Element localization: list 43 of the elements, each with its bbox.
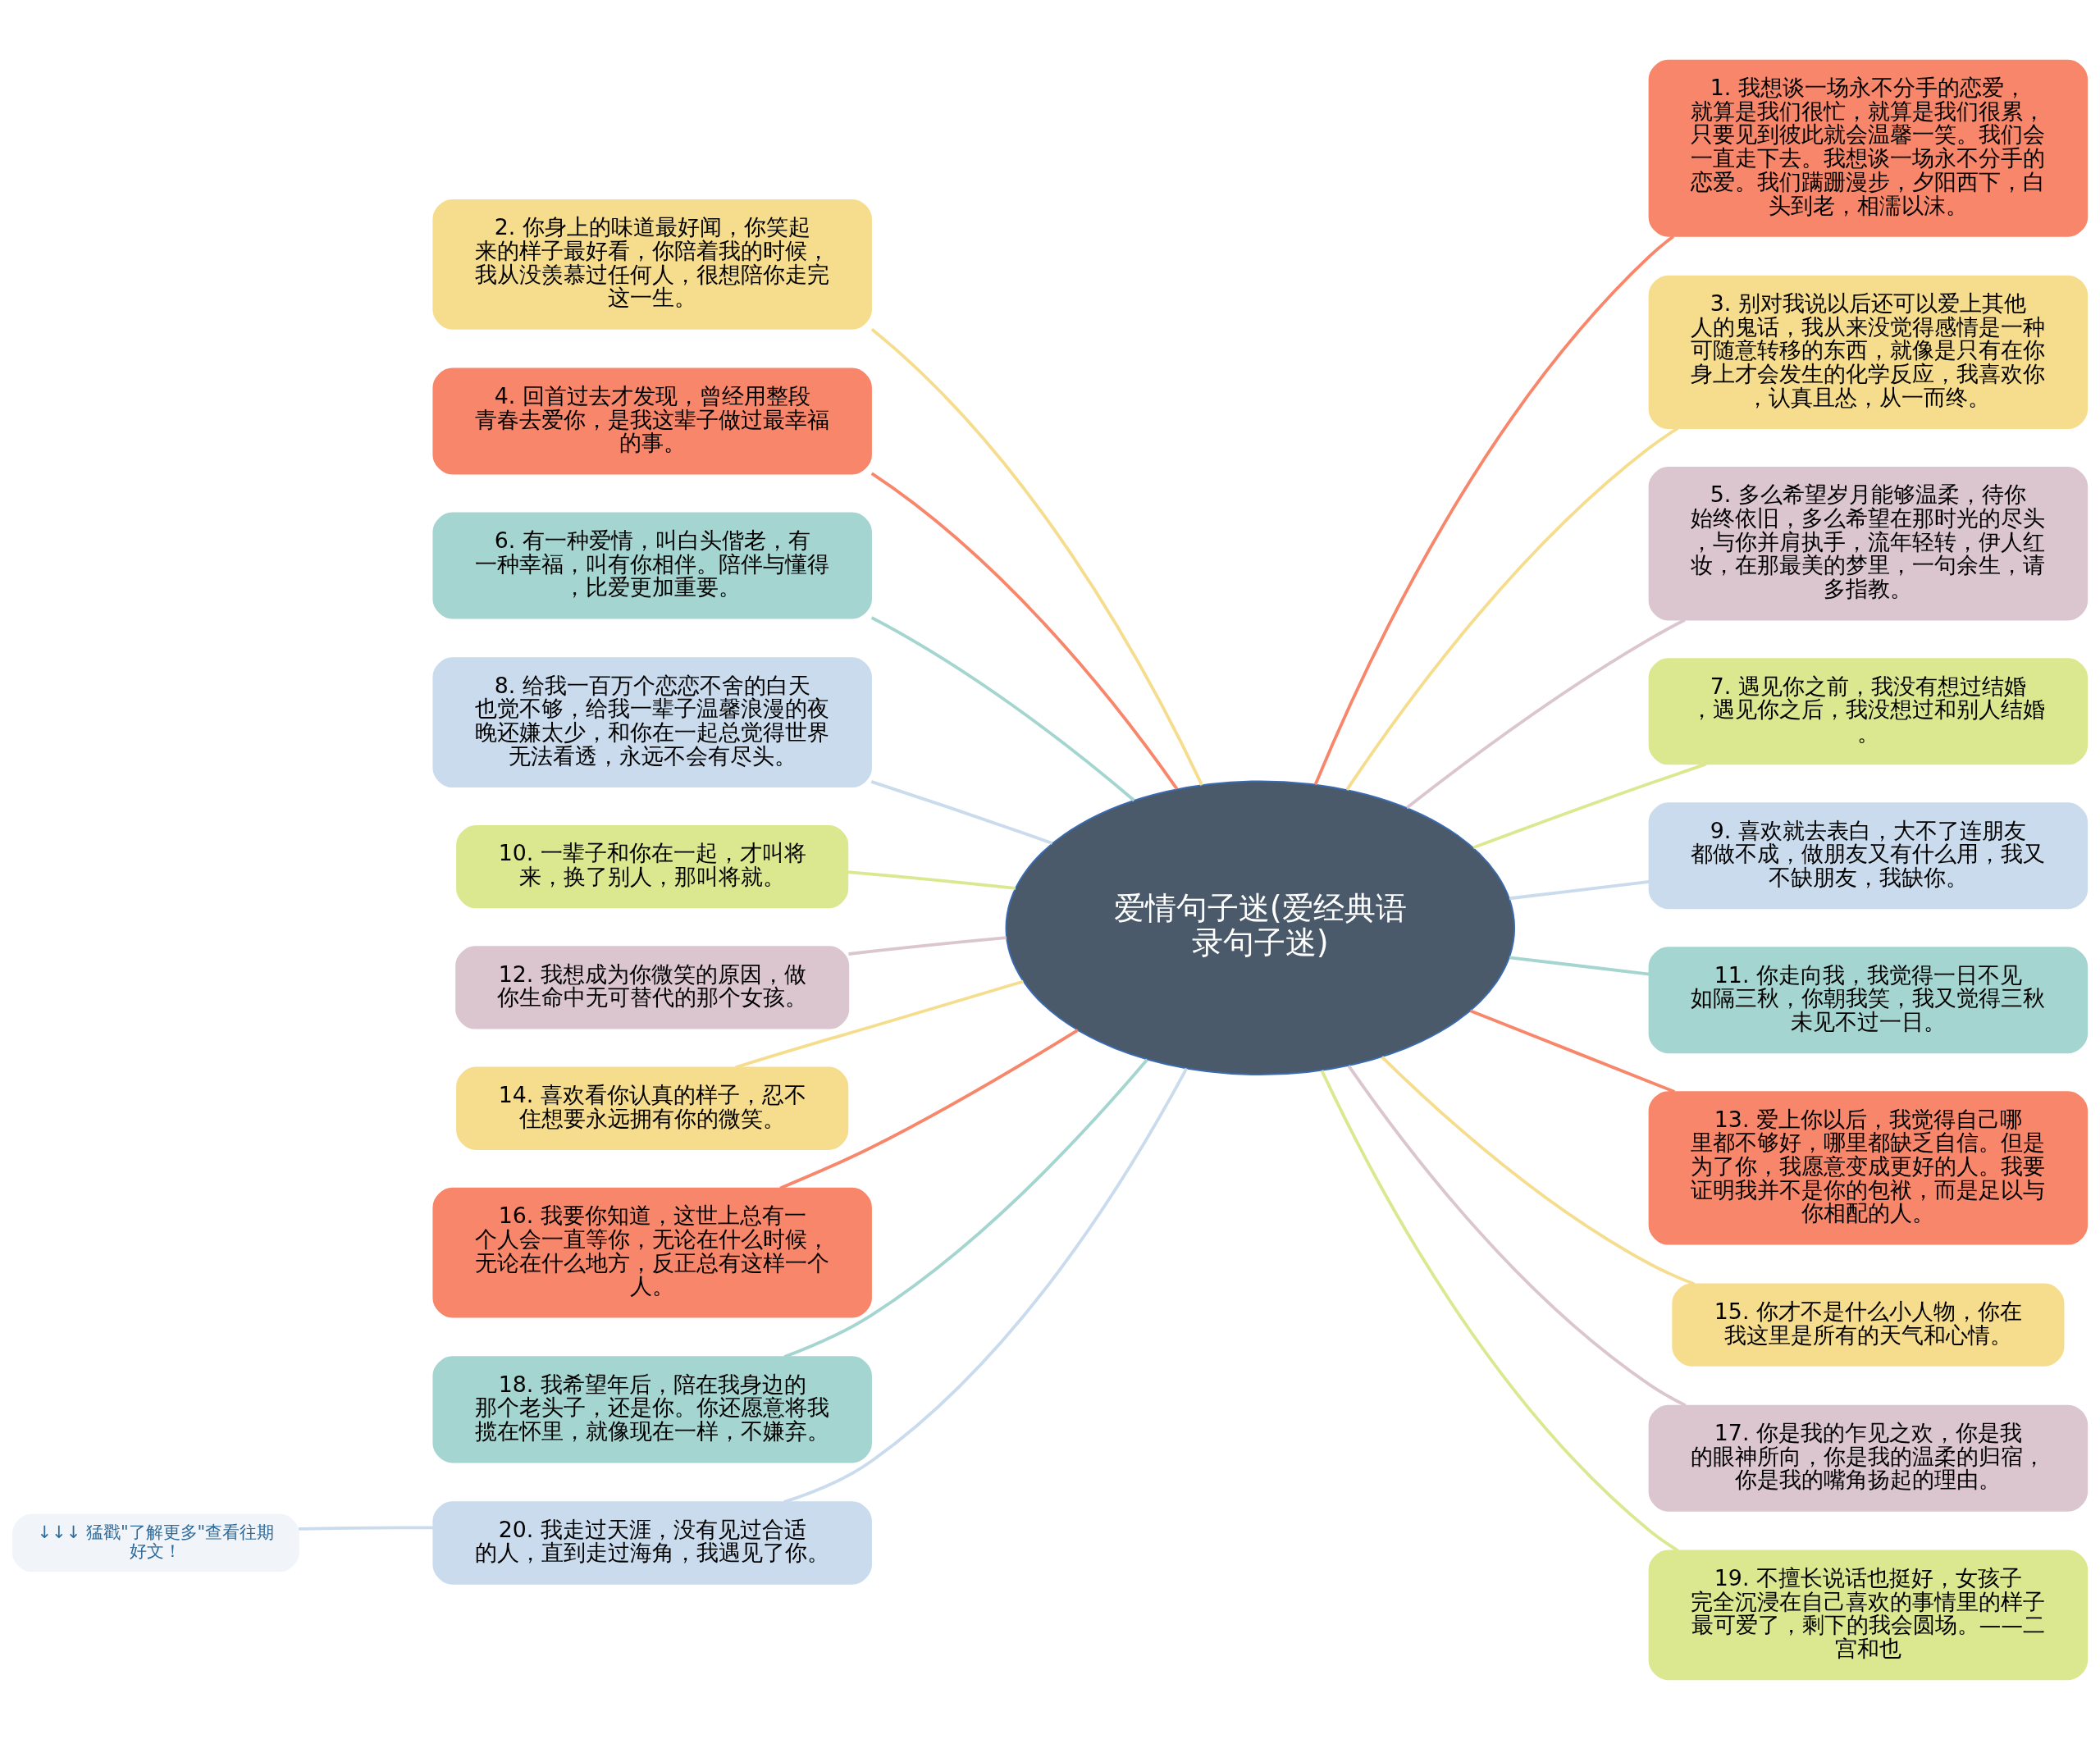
connector	[1347, 1064, 1687, 1407]
node-box: ↓↓↓ 猛戳"了解更多"查看往期好文！	[11, 1513, 299, 1572]
node-box: 17. 你是我的乍见之欢，你是我的眼神所向，你是我的温柔的归宿，你是我的嘴角扬起的理由。	[1648, 1404, 2089, 1512]
node-box: 9. 喜欢就去表白，大不了连朋友都做不成，做朋友又有什么用，我又不缺朋友，我缺你。	[1648, 801, 2089, 909]
connector	[1345, 427, 1679, 791]
connector	[1469, 1008, 1676, 1093]
node-box: 18. 我希望年后，陪在我身边的那个老头子，还是你。你还愿意将我揽在怀里，就像现在一样，不嫌弃。	[432, 1355, 872, 1463]
node-box: 12. 我想成为你微笑的原因，做你生命中无可替代的那个女孩。	[455, 945, 850, 1029]
connector	[870, 327, 1203, 786]
connector	[783, 1067, 1189, 1504]
node-box: 6. 有一种爱情，叫白头偕老，有一种幸福，叫有你相伴。陪伴与懂得，比爱更加重要。	[432, 511, 872, 618]
connector	[779, 1028, 1079, 1189]
node-box: 1. 我想谈一场永不分手的恋爱，就算是我们很忙，就算是我们很累，只要见到彼此就会温馨一笑。我们会一直走下去。我想谈一场永不分手的恋爱。我们蹒跚漫步，夕阳西下，白头到老，相濡以沫。	[1648, 59, 2089, 237]
connector	[870, 779, 1053, 845]
connector	[735, 979, 1024, 1069]
node-box: 14. 喜欢看你认真的样子，忍不住想要永远拥有你的微笑。	[456, 1066, 849, 1150]
node-box: 4. 回首过去才发现，曾经用整段青春去爱你，是我这辈子做过最幸福的事。	[432, 367, 872, 475]
connector	[1509, 879, 1650, 900]
connector	[1405, 618, 1686, 809]
connector	[870, 472, 1179, 790]
connector	[299, 1525, 434, 1531]
node-box: 16. 我要你知道，这世上总有一个人会一直等你，无论在什么时候，无论在什么地方，反正总有这样一个人。	[432, 1187, 872, 1317]
node-box: 15. 你才不是什么小人物，你在我这里是所有的天气和心情。	[1672, 1282, 2065, 1367]
node-box: 3. 别对我说以后还可以爱上其他人的鬼话，我从来没觉得感情是一种可随意转移的东西，就像是只有在你身上才会发生的化学反应，我喜欢你，认真且怂，从一而终。	[1648, 275, 2089, 429]
connector	[1313, 235, 1675, 785]
node-box: 19. 不擅长说话也挺好，女孩子完全沉浸在自己喜欢的事情里的样子最可爱了，剩下的我会圆场。——二宫和也	[1648, 1550, 2089, 1680]
node-box: 11. 你走向我，我觉得一日不见如隔三秋，你朝我笑，我又觉得三秋未见不过一日。	[1648, 946, 2089, 1053]
node-box: 8. 给我一百万个恋恋不舍的白天也觉不够，给我一辈子温馨浪漫的夜晚还嫌太少，和你在一起总觉得世界无法看透，永远不会有尽头。	[432, 656, 872, 787]
node-box: 13. 爱上你以后，我觉得自己哪里都不够好，哪里都缺乏自信。但是为了你，我愿意变成更好的人。我要证明我并不是你的包袱，而是足以与你相配的人。	[1648, 1090, 2089, 1245]
connector	[870, 615, 1135, 801]
connector	[783, 1058, 1148, 1358]
connector	[1509, 955, 1650, 976]
node-box: 7. 遇见你之前，我没有想过结婚，遇见你之后，我没想过和别人结婚。	[1648, 657, 2089, 765]
connector	[1381, 1055, 1695, 1285]
connector	[848, 935, 1007, 956]
node-ellipse: 爱情句子迷(爱经典语录句子迷)	[1005, 780, 1516, 1075]
node-box: 2. 你身上的味道最好闻，你笑起来的样子最好看，你陪着我的时候，我从没羡慕过任何人，很想陪你走完这一生。	[432, 199, 872, 330]
node-box: 20. 我走过天涯，没有见过合适的人，直到走过海角，我遇见了你。	[432, 1500, 872, 1585]
node-box: 5. 多么希望岁月能够温柔，待你始终依旧，多么希望在那时光的尽头，与你并肩执手，流年轻转，伊人红妆，在那最美的梦里，一句余生，请多指教。	[1648, 466, 2089, 620]
node-box: 10. 一辈子和你在一起，才叫将来，换了别人，那叫将就。	[456, 824, 849, 908]
connector	[1472, 762, 1707, 849]
connector	[1320, 1069, 1679, 1552]
connector	[847, 870, 1016, 890]
